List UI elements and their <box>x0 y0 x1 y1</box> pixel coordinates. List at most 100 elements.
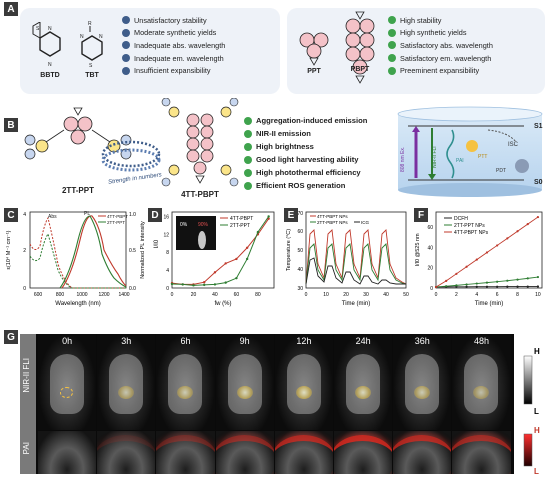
y-tick-right: 0.0 <box>129 286 136 292</box>
pbpt-structure <box>345 11 375 84</box>
data-point <box>256 230 260 234</box>
nir-fli-row-label: NIR-II FLI <box>22 358 31 393</box>
pl-annotation: PL <box>84 211 90 217</box>
panel-f-label: F <box>414 208 428 222</box>
tumor-signal <box>473 386 490 399</box>
pai-scale-high: H <box>534 426 540 435</box>
data-point <box>224 281 227 284</box>
tumor-signal <box>414 386 431 399</box>
data-point <box>455 284 458 287</box>
series-4tt-pbpt-nps <box>305 229 407 285</box>
legend-2tt-ppt: 2TT-PPT <box>230 223 250 229</box>
y-axis-label: I/I0 @525 nm <box>415 233 421 267</box>
bullet-icon <box>122 28 130 37</box>
data-point <box>465 283 468 286</box>
mouse-silhouette <box>50 354 84 414</box>
y-tick: 60 <box>427 225 433 231</box>
x-tick: 600 <box>34 292 43 298</box>
x-tick: 10 <box>323 292 329 298</box>
panel-g-label: G <box>4 330 18 344</box>
pai-image-cell <box>215 431 274 474</box>
data-point <box>434 285 438 289</box>
y-tick: 2 <box>23 248 26 254</box>
time-label: 0h <box>62 336 73 346</box>
2tt-ppt-structure <box>24 107 132 160</box>
panel-d-label: D <box>148 208 162 222</box>
data-point <box>536 215 540 219</box>
data-point <box>235 276 238 280</box>
mouse-silhouette <box>346 354 380 414</box>
ppt-structure <box>299 32 329 66</box>
x-tick: 10 <box>535 292 541 298</box>
legend-icg: ICG <box>361 220 370 225</box>
y-tick: 4 <box>166 268 169 274</box>
list-item: Satisfactory abs. wavelength <box>388 39 493 52</box>
ppt-label: PPT <box>307 68 321 75</box>
list-item: Good light harvesting ability <box>244 153 367 166</box>
legend-2tt-pbpt-nps: 2TT-PBPT NPs <box>317 220 348 225</box>
pai-scale-low: L <box>534 467 539 476</box>
time-label: 9h <box>239 336 250 346</box>
pai-image-cell <box>156 431 215 474</box>
pl-curve-4tt-pbpt <box>61 215 127 289</box>
y-tick: 0 <box>166 286 169 292</box>
fli-image-cell: 12h <box>274 334 333 430</box>
data-point <box>485 281 489 284</box>
y-tick: 60 <box>297 229 303 235</box>
fli-scale-high: H <box>534 347 540 356</box>
time-label: 48h <box>473 336 489 346</box>
data-point <box>516 278 519 281</box>
data-point <box>496 244 499 247</box>
x-tick: 6 <box>496 292 499 298</box>
nir-fli-row-label-bg <box>20 334 36 430</box>
data-point <box>516 230 519 233</box>
pai-image-cell <box>97 431 156 474</box>
data-point <box>465 265 468 268</box>
fli-image-cell: 24h <box>334 334 393 430</box>
svg-text:R: R <box>88 21 92 27</box>
bullet-icon <box>122 41 130 50</box>
y-tick: 0 <box>430 286 433 292</box>
data-point <box>475 258 478 261</box>
jablonski-diagram: S1 S0 808 nm Ex. NIR-II FLI PAI PTT ISC … <box>397 106 543 197</box>
2tt-ppt-label: 2TT-PPT <box>61 186 94 195</box>
panel-e-label: E <box>284 208 298 222</box>
tumor-signal <box>118 386 135 399</box>
legend-4tt-pbpt: 4TT-PBPT <box>107 214 128 219</box>
data-point <box>455 272 458 275</box>
series-icg <box>305 257 406 285</box>
panel-a-label: A <box>4 2 18 16</box>
photothermal-chart: 4TT-PBPT NPs 2TT-PBPT NPs ICG 30 40 50 6… <box>286 211 409 307</box>
pai-scale-bar: H L <box>523 426 540 476</box>
x-tick: 20 <box>343 292 349 298</box>
x-tick: 0 <box>435 292 438 298</box>
mouse-silhouette <box>464 354 499 414</box>
x-axis-label: fw (%) <box>215 301 232 307</box>
pai-label: PAI <box>456 158 464 164</box>
y-tick: 0 <box>23 286 26 292</box>
data-point <box>516 285 519 288</box>
x-tick: 800 <box>56 292 65 298</box>
isc-label: ISC <box>508 142 519 148</box>
x-tick: 60 <box>234 292 240 298</box>
check-icon <box>244 168 252 177</box>
check-icon <box>244 155 252 164</box>
pbpt-label: PBPT <box>350 66 370 73</box>
x-tick: 40 <box>383 292 389 298</box>
data-point <box>192 284 195 287</box>
y-axis-label: Temperature (°C) <box>286 229 292 271</box>
mouse-silhouette <box>168 354 203 414</box>
tbt-label: TBT <box>85 72 99 79</box>
data-point <box>213 271 217 274</box>
check-icon <box>388 66 396 75</box>
y-tick: 12 <box>163 232 169 238</box>
fli-image-cell: 48h <box>452 334 511 430</box>
data-point <box>496 285 499 288</box>
list-item: High stability <box>388 14 493 27</box>
data-point <box>506 279 509 282</box>
x-tick: 4 <box>475 292 478 298</box>
panel-b-label: B <box>4 118 18 132</box>
y-tick: 16 <box>163 214 169 220</box>
list-item: High photothermal efficiency <box>244 166 367 179</box>
bbtd-label: BBTD <box>40 72 60 79</box>
